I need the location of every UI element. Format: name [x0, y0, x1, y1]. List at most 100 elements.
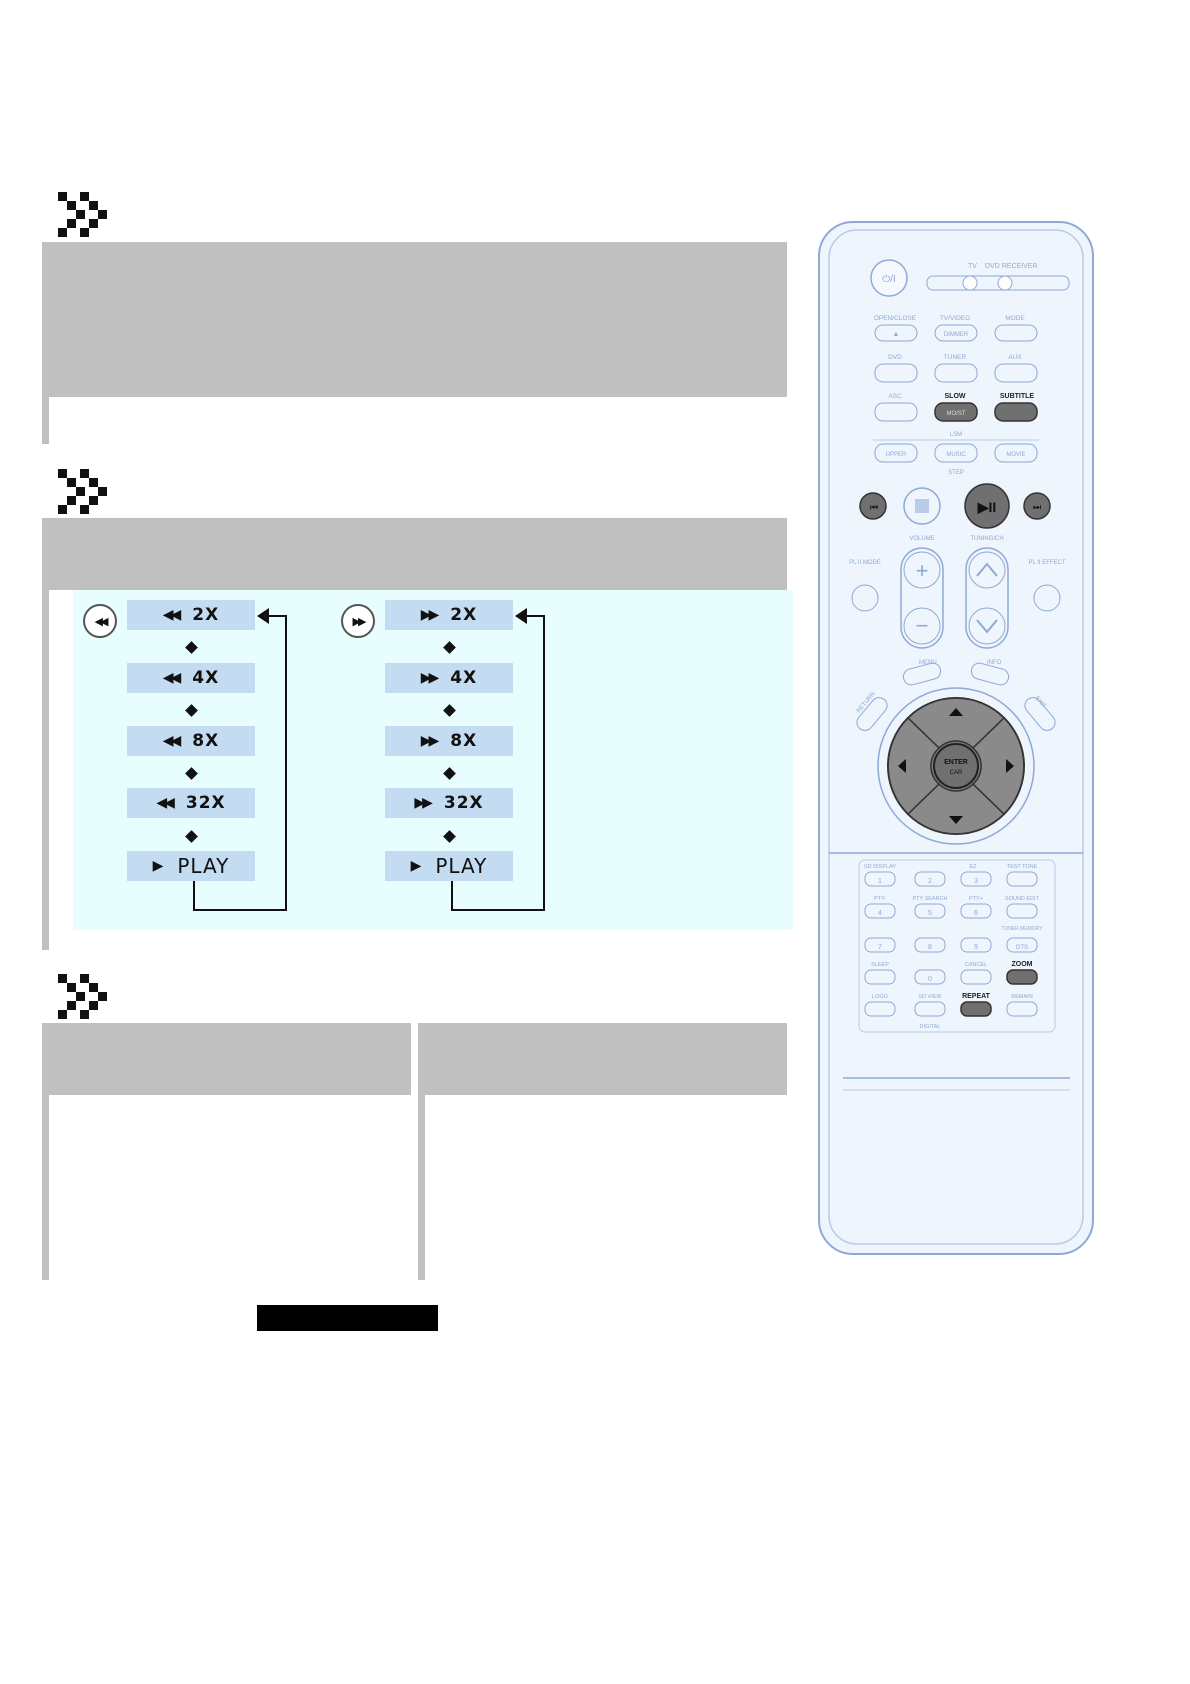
svg-text:4: 4	[878, 910, 882, 917]
section-left-bar	[42, 1095, 49, 1280]
loop-line	[193, 881, 195, 911]
svg-text:SOUND EDIT: SOUND EDIT	[1005, 896, 1040, 902]
svg-text:DIMMER: DIMMER	[944, 332, 969, 338]
svg-text:MO/ST: MO/ST	[947, 411, 966, 417]
svg-text:LOGO: LOGO	[872, 994, 889, 1000]
svg-text:⏭: ⏭	[1033, 502, 1041, 512]
svg-text:CANCEL: CANCEL	[965, 962, 987, 968]
forward-step-32x: ▶▶32X	[385, 788, 513, 818]
svg-text:6: 6	[974, 910, 978, 917]
svg-text:TV: TV	[968, 263, 977, 270]
page-footer-bar	[257, 1305, 438, 1331]
svg-text:ASC: ASC	[888, 393, 902, 400]
svg-text:TEST TONE: TEST TONE	[1007, 864, 1038, 870]
svg-text:MENU: MENU	[919, 660, 937, 666]
skip-forward-icon: ▶▶	[341, 604, 375, 638]
zoom-header-box	[42, 1023, 411, 1095]
arrow-down-icon	[443, 704, 456, 717]
svg-text:TUNER: TUNER	[944, 354, 967, 361]
svg-text:SLEEP: SLEEP	[871, 962, 889, 968]
svg-text:0: 0	[928, 976, 932, 983]
svg-text:SUBTITLE: SUBTITLE	[1000, 393, 1035, 400]
reverse-step-play: ▶PLAY	[127, 851, 255, 881]
loop-line	[193, 909, 287, 911]
svg-text:−: −	[916, 613, 929, 638]
loop-line	[265, 615, 287, 617]
svg-text:3: 3	[974, 878, 978, 885]
section-chevron-icon	[56, 190, 118, 242]
svg-text:SLOW: SLOW	[945, 393, 966, 400]
svg-text:TUNER MEMORY: TUNER MEMORY	[1001, 926, 1043, 932]
svg-text:7: 7	[878, 944, 882, 951]
section-left-bar	[418, 1095, 425, 1280]
skip-back-icon: ◀◀	[83, 604, 117, 638]
forward-step-play: ▶PLAY	[385, 851, 513, 881]
svg-text:INFO: INFO	[987, 660, 1002, 666]
svg-text:SD VIEW: SD VIEW	[918, 994, 942, 1000]
loop-arrowhead-icon	[257, 608, 269, 624]
svg-text:DTS: DTS	[1016, 945, 1028, 951]
arrow-down-icon	[443, 641, 456, 654]
svg-text:▲: ▲	[893, 331, 900, 338]
arrow-down-icon	[443, 767, 456, 780]
loop-line	[523, 615, 545, 617]
svg-text:TV/VIDEO: TV/VIDEO	[940, 315, 970, 322]
svg-text:1: 1	[878, 878, 882, 885]
svg-text:OPEN/CLOSE: OPEN/CLOSE	[874, 315, 917, 322]
svg-text:REMAIN: REMAIN	[1011, 994, 1032, 1000]
svg-text:AUX: AUX	[1008, 354, 1022, 361]
svg-text:9: 9	[974, 944, 978, 951]
svg-text:PTY-: PTY-	[874, 896, 886, 902]
svg-text:MUSIC: MUSIC	[946, 452, 966, 458]
svg-text:STEP: STEP	[948, 470, 964, 476]
svg-text:PTY SEARCH: PTY SEARCH	[912, 896, 947, 902]
section-header-box	[42, 518, 787, 590]
reverse-step-4x: ◀◀4X	[127, 663, 255, 693]
section-chevron-icon	[56, 467, 118, 519]
svg-text:UPPER: UPPER	[886, 452, 907, 458]
loop-arrowhead-icon	[515, 608, 527, 624]
svg-text:PL II EFFECT: PL II EFFECT	[1028, 560, 1065, 566]
reverse-step-8x: ◀◀8X	[127, 726, 255, 756]
forward-step-2x: ▶▶2X	[385, 600, 513, 630]
svg-text:ENTER: ENTER	[944, 759, 968, 766]
svg-text:MODE: MODE	[1005, 315, 1025, 322]
forward-step-8x: ▶▶8X	[385, 726, 513, 756]
arrow-down-icon	[185, 767, 198, 780]
svg-text:▶II: ▶II	[977, 499, 997, 515]
svg-text:SD DISPLAY: SD DISPLAY	[864, 864, 896, 870]
svg-text:DVD RECEIVER: DVD RECEIVER	[985, 263, 1038, 270]
remote-control: ⏻/I TV DVD RECEIVER OPEN/CLOSE TV/VIDEO …	[818, 221, 1094, 1255]
svg-text:+: +	[916, 558, 929, 583]
forward-step-4x: ▶▶4X	[385, 663, 513, 693]
arrow-down-icon	[185, 704, 198, 717]
loop-line	[285, 615, 287, 911]
svg-text:LSM: LSM	[950, 432, 962, 438]
svg-text:DIGITAL: DIGITAL	[920, 1024, 941, 1030]
svg-text:CAR: CAR	[950, 770, 963, 776]
section-header-box	[42, 242, 787, 397]
loop-line	[451, 909, 545, 911]
svg-text:5: 5	[928, 910, 932, 917]
svg-text:VOLUME: VOLUME	[909, 536, 934, 542]
section-chevron-icon	[56, 972, 118, 1024]
svg-text:PL II MODE: PL II MODE	[849, 560, 881, 566]
section-left-bar	[42, 397, 49, 444]
svg-text:TUNING/CH: TUNING/CH	[970, 536, 1003, 542]
svg-text:8: 8	[928, 944, 932, 951]
arrow-down-icon	[185, 641, 198, 654]
svg-text:DVD: DVD	[888, 354, 902, 361]
svg-text:EZ: EZ	[969, 864, 977, 870]
svg-text:⏻/I: ⏻/I	[882, 274, 895, 285]
svg-text:ZOOM: ZOOM	[1012, 961, 1033, 968]
repeat-header-box	[418, 1023, 787, 1095]
reverse-step-32x: ◀◀32X	[127, 788, 255, 818]
arrow-down-icon	[443, 830, 456, 843]
svg-text:PTY+: PTY+	[969, 896, 983, 902]
section-left-bar	[42, 590, 49, 950]
svg-text:⏮: ⏮	[870, 502, 878, 512]
svg-text:REPEAT: REPEAT	[962, 993, 991, 1000]
svg-text:2: 2	[928, 878, 932, 885]
search-diagram-panel: ◀◀ ◀◀2X ◀◀4X ◀◀8X ◀◀32X ▶PLAY ▶▶ ▶▶2X ▶▶…	[73, 590, 793, 930]
loop-line	[543, 615, 545, 911]
